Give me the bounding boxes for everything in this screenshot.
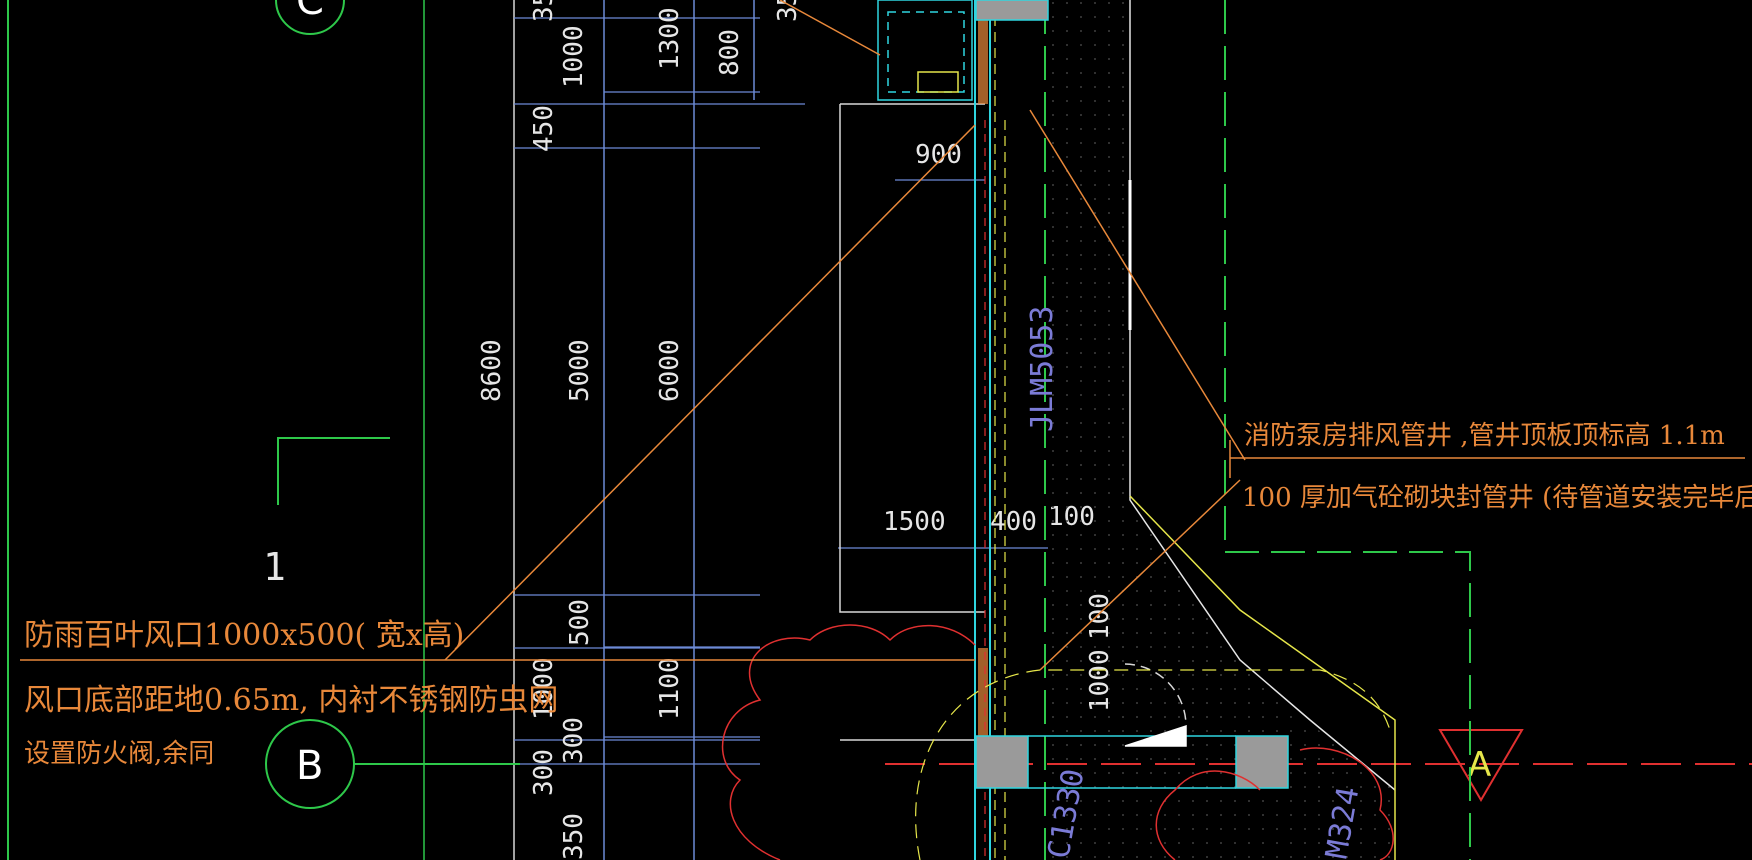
- grid-bubble-b: B: [265, 719, 520, 809]
- grid-marker-a: A: [1438, 729, 1524, 802]
- note-louver-line1: 防雨百叶风口1000x500( 宽x高): [24, 618, 464, 653]
- dim-400: 400: [990, 507, 1037, 537]
- boundary-dashed-lines: [1044, 0, 1471, 860]
- yellow-diagonal-wall: [1129, 495, 1396, 860]
- dim-450: 450: [529, 105, 559, 152]
- tag-jlm5053: JLM5053: [1025, 306, 1060, 432]
- svg-text:C: C: [296, 0, 324, 24]
- dim-1100: 1100: [655, 657, 685, 720]
- dim-6000: 6000: [655, 339, 685, 402]
- note-shaft-line2: 100 厚加气砼砌块封管井 (待管道安装完毕后封 ): [1242, 483, 1752, 513]
- dimension-reference-lines: [423, 0, 755, 860]
- dim-5000: 5000: [565, 339, 595, 402]
- main-wall: [974, 0, 991, 860]
- revision-cloud-right: [1155, 747, 1394, 860]
- section-mark-1: 1: [263, 437, 390, 589]
- dim-8600: 8600: [477, 339, 507, 402]
- dimension-ticks: [514, 17, 1048, 765]
- note-shaft-line1: 消防泵房排风管井 ,管井顶板顶标高 1.1m: [1244, 421, 1725, 451]
- beam-between-columns: [1028, 735, 1236, 789]
- svg-text:1: 1: [263, 545, 286, 589]
- shaft-hatched-area: [1052, 0, 1395, 860]
- dim-1300: 1300: [655, 7, 685, 70]
- stair-outline: [839, 103, 985, 741]
- dim-35-right: 35: [773, 0, 803, 22]
- dashed-arc: [915, 669, 1391, 860]
- dim-1000-mid: 1000: [529, 657, 559, 720]
- svg-text:B: B: [296, 743, 323, 789]
- leader-lines: [20, 0, 1745, 671]
- dim-35-left: 35: [529, 0, 559, 22]
- dim-1500: 1500: [883, 507, 946, 537]
- door-swing: [1124, 663, 1187, 747]
- dim-500: 500: [565, 599, 595, 646]
- revision-cloud-left: [721, 624, 976, 860]
- svg-text:A: A: [1468, 745, 1491, 785]
- note-louver-line2: 风口底部距地0.65m, 内衬不锈钢防虫网: [24, 683, 558, 718]
- dim-350: 350: [559, 813, 589, 860]
- dim-300-a: 300: [559, 717, 589, 764]
- top-shaft-box: [877, 0, 973, 101]
- note-louver-line3: 设置防火阀,余同: [24, 739, 214, 769]
- dim-800: 800: [715, 29, 745, 76]
- grid-bubble-c: C: [275, 0, 345, 35]
- dim-300-b: 300: [529, 749, 559, 796]
- shaft-wall-outline: [1129, 0, 1396, 791]
- structural-columns: [975, 0, 1289, 789]
- dim-1000-top: 1000: [559, 25, 589, 88]
